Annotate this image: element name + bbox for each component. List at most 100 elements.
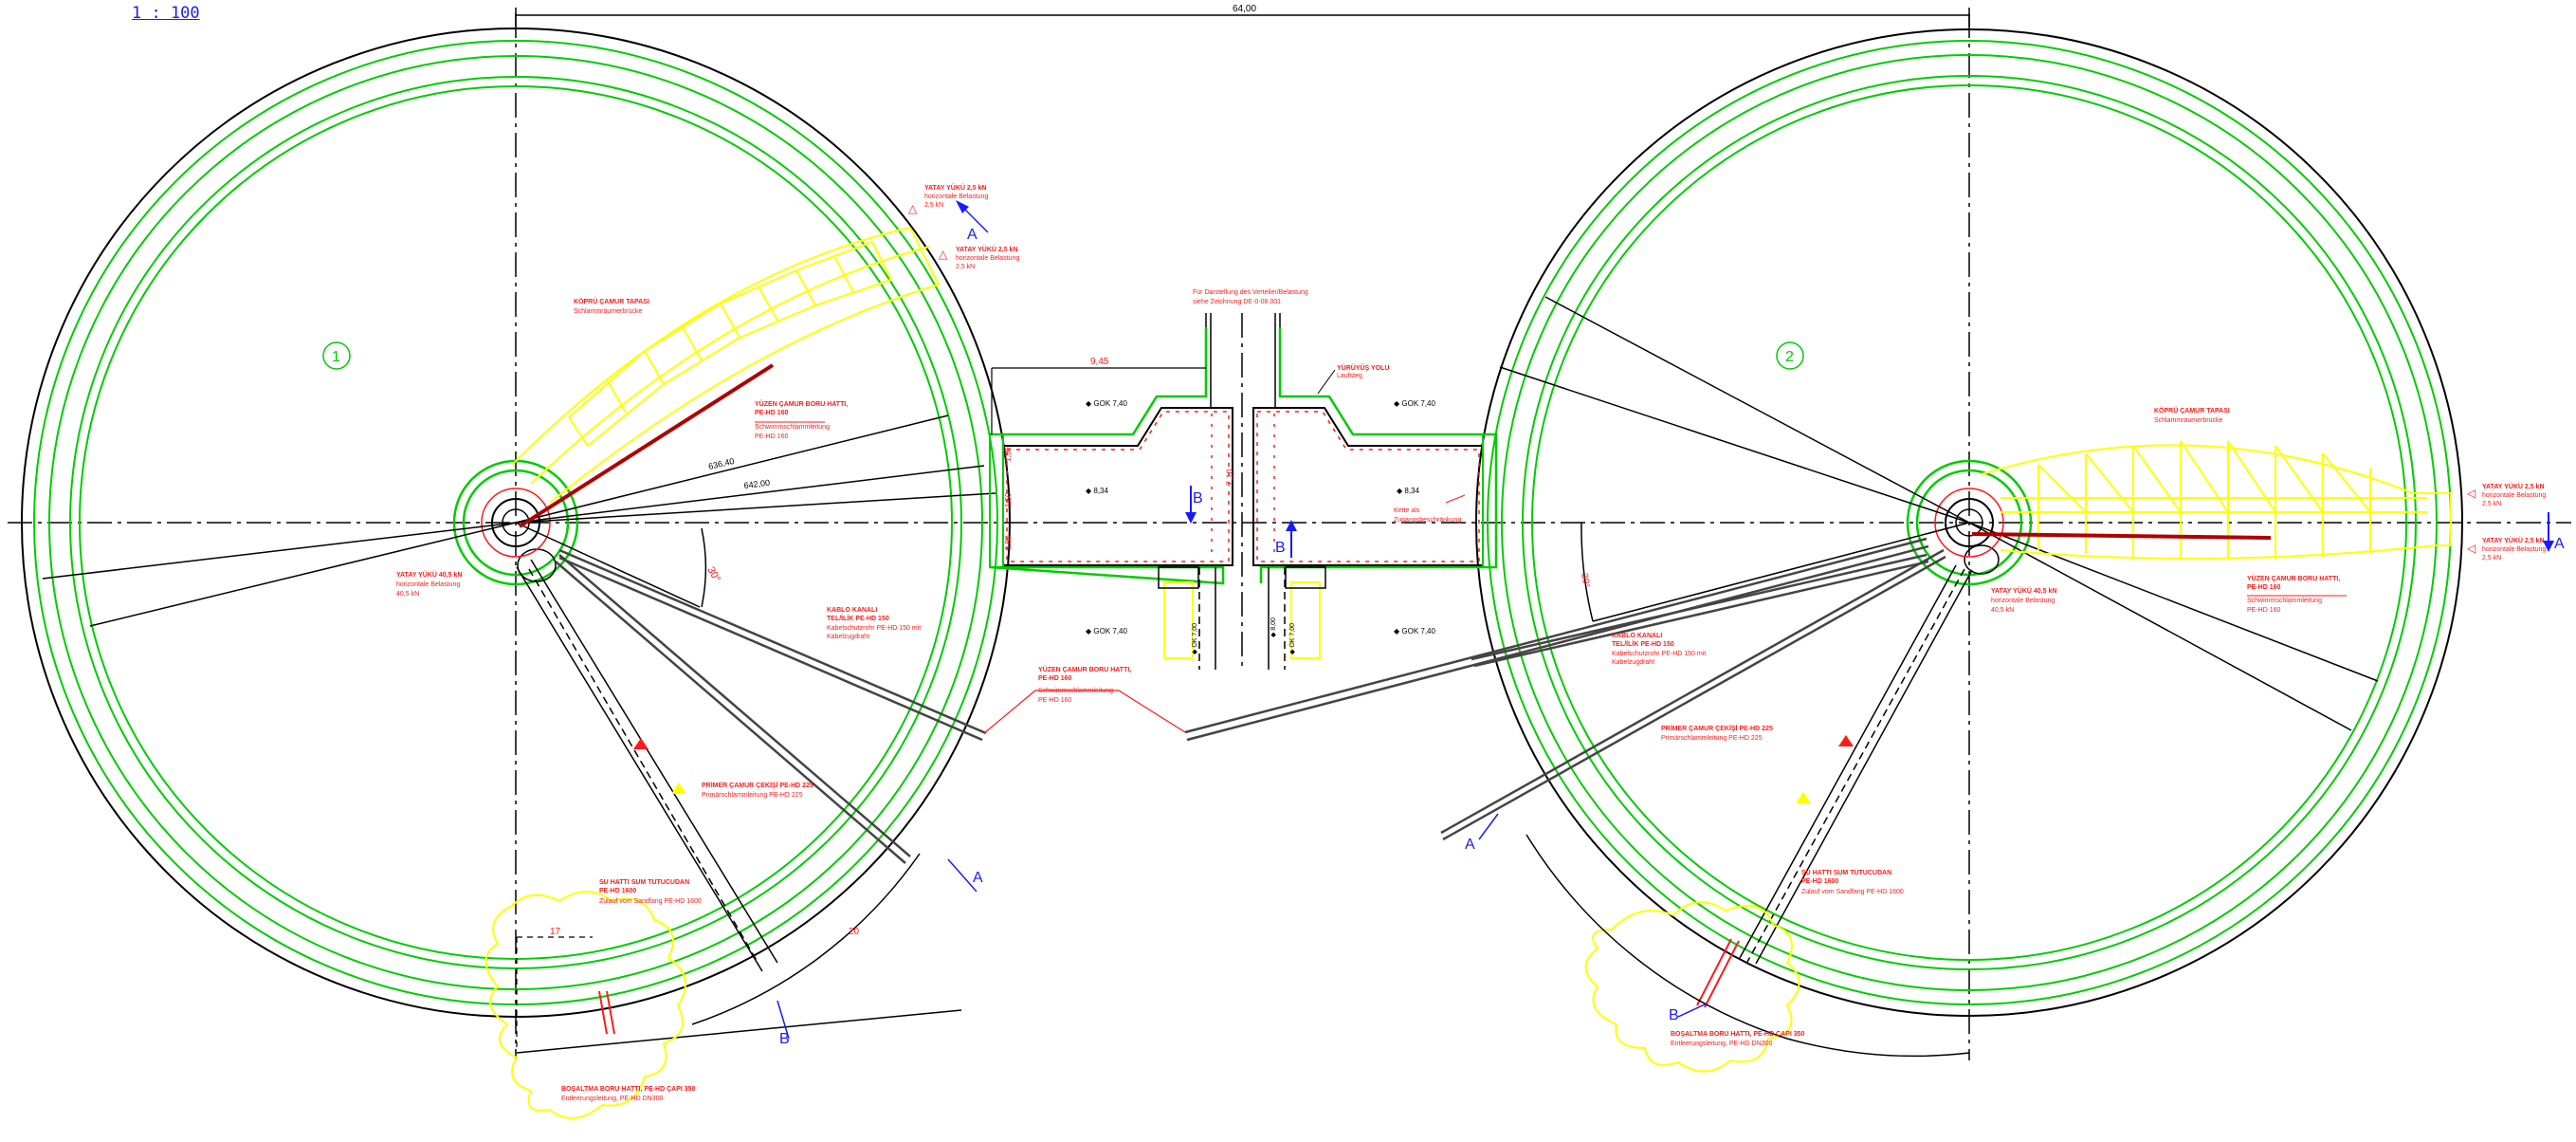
dim-arc-right: 30° <box>1579 573 1591 589</box>
tank-2-outer-wall <box>1475 28 2463 1017</box>
t1-water-sub: Zulauf vom Sandfang PE-HD 1600 <box>599 898 702 905</box>
tank-1-drain <box>598 990 615 1035</box>
t1-pipe-val: PE-HD 160 <box>755 433 789 440</box>
section-a-top: A <box>967 227 977 243</box>
section-b-left: B <box>1193 490 1203 507</box>
t1-load-mid-title: YATAY YÜKÜ 2,5 kN <box>956 245 1018 253</box>
tank-2-drain <box>1696 938 1740 1008</box>
annotations: Für Darstellung des Verteiler/Belastung … <box>396 183 2546 1102</box>
tank-1-ring-4 <box>79 85 953 960</box>
tank-1-angle-arc <box>701 527 707 608</box>
note-rampe-sub: Laufsteg <box>1337 373 1362 379</box>
t2-cable-title: KABLO KANALI <box>1612 633 1662 639</box>
t2-cable-sub2: Kabelzugdraht <box>1612 659 1654 666</box>
section-labels: B B A A A B A B <box>779 227 2565 1047</box>
t1-load-top-val: 2,5 kN <box>924 202 943 209</box>
t1-cable-sub2: Kabelzugdraht <box>827 634 869 640</box>
dim-17: 17 <box>550 927 561 937</box>
svg-text:△: △ <box>939 248 948 261</box>
level-8: ◆ 8,00 <box>1270 617 1277 637</box>
t1-load-top-title: YATAY YÜKÜ 2,5 kN <box>924 183 987 192</box>
tank-1-bridge <box>511 227 940 504</box>
t1-water-title: SU HATTI SUM TUTUCUDAN <box>599 879 689 886</box>
section-a-bottom-right: A <box>1465 837 1475 853</box>
svg-text:◁: ◁ <box>2467 487 2476 500</box>
overall-dimension: 64,00 <box>515 4 1970 27</box>
tank-1-center-column <box>491 498 540 547</box>
section-a-right: A <box>2554 536 2565 552</box>
t2-load-top-sub: horizontale Belastung <box>2482 492 2546 499</box>
tank-1-cable-duct <box>555 548 987 864</box>
tank-1-ring-2 <box>48 55 983 990</box>
t1-primary-title: PRİMER ÇAMUR ÇEKİŞİ PE-HD 225 <box>702 782 813 789</box>
section-b-right: B <box>1275 540 1286 556</box>
svg-text:◁: ◁ <box>2467 542 2476 555</box>
t2-pipe-sub: Schwimmschlammleitung <box>2247 598 2322 604</box>
tank-1-center-ring-inner <box>462 469 570 577</box>
tank-2-ring-4 <box>1531 84 2407 961</box>
t1-pipe-title: YÜZEN ÇAMUR BORU HATTI, <box>755 399 848 408</box>
t2-pipe-title2: PE-HD 160 <box>2247 584 2281 591</box>
level-gok-1: ◆ GOK 7,40 <box>1086 399 1128 408</box>
tank-1-inlet-pipe <box>516 559 778 972</box>
section-markers <box>776 200 2554 1040</box>
tank-2-scum-pipe <box>1971 532 2272 540</box>
t1-pipe-title2: PE-HD 160 <box>755 410 789 416</box>
tank-2-number: 2 <box>1785 349 1794 365</box>
t2-load-bot-val: 2,5 kN <box>2482 555 2501 562</box>
distribution-structure: 9,45 <box>989 313 1498 670</box>
t2-pipe-val: PE-HD 160 <box>2247 607 2281 614</box>
t1-load-mid-sub: horizontale Belastung <box>956 255 1019 262</box>
section-b-bottom-right: B <box>1669 1007 1679 1023</box>
tank-2-inlet-pipe <box>1739 564 1973 965</box>
scale-label: 1 : 100 <box>132 4 200 23</box>
t1-bridge-title: KÖPRÜ ÇAMUR TAPASI <box>574 297 649 305</box>
t2-drain-sub: Entleerungsleitung, PE-HD DN300 <box>1671 1041 1772 1047</box>
t2-center-load-sub: horizontale Belastung <box>1991 598 2055 604</box>
t1-cable-title2: TEL/İLİK PE-HD 150 <box>827 615 889 622</box>
t2-water-title2: PE-HD 1600 <box>1801 878 1838 885</box>
t2-bridge-sub: Schlammräumerbrücke <box>2154 417 2222 424</box>
t1-cable-sub: Kabelschutzrohr PE-HD 150 mit <box>827 625 921 632</box>
t1-load-mid-val: 2,5 kN <box>956 264 975 270</box>
t2-load-top-val: 2,5 kN <box>2482 501 2501 507</box>
dim-overall: 64,00 <box>1233 4 1256 14</box>
t2-center-load-val: 40,5 kN <box>1991 607 2014 614</box>
tank-1-number: 1 <box>332 349 340 365</box>
t1-pipe-sub: Schwimmschlammleitung <box>755 424 830 431</box>
t2-primary-sub: Primärschlammleitung PE-HD 225 <box>1661 735 1763 742</box>
tank-2-ring-3 <box>1522 75 2417 970</box>
dim-150-c: 1,50 <box>1004 535 1013 550</box>
svg-text:△: △ <box>908 202 918 215</box>
t2-load-bot-sub: horizontale Belastung <box>2482 546 2546 553</box>
t2-bridge-title: KÖPRÜ ÇAMUR TAPASI <box>2154 406 2230 414</box>
t2-drain-title: BOŞALTMA BORU HATTI, PE-HD ÇAPI 350 <box>1671 1031 1805 1038</box>
t2-load-bot-title: YATAY YÜKÜ 2,5 kN <box>2482 536 2545 544</box>
note-verteiler-1: Für Darstellung des Verteiler/Belastung <box>1193 289 1308 296</box>
dim-20: 20 <box>849 927 860 937</box>
level-gok-3: ◆ GOK 7,40 <box>1086 627 1128 635</box>
t2-water-title: SU HATTI SUM TUTUCUDAN <box>1801 870 1891 876</box>
level-ok-2: ◆ OK 7,00 <box>1289 623 1296 654</box>
tank-2-revision-cloud <box>1584 901 1800 1073</box>
t1-center-load-title: YATAY YÜKÜ 40,5 kN <box>396 570 462 579</box>
t2-center-load-title: YATAY YÜKÜ 40,5 kN <box>1991 586 2056 595</box>
tank-1: 30° <box>21 28 1011 1119</box>
scale-value: 1 : 100 <box>132 4 200 23</box>
note-verteiler-2: siehe Zeichnung DE-0-08.001 <box>1193 299 1281 305</box>
tank-1-scum-pipe <box>518 363 775 528</box>
t2-cable-sub: Kabelschutzrohr PE-HD 150 mit <box>1612 651 1706 657</box>
t1-scum-val: PE-HD 160 <box>1038 697 1072 704</box>
level-gok-2: ◆ GOK 7,40 <box>1394 399 1436 408</box>
levels: ◆ GOK 7,40 ◆ GOK 7,40 ◆ GOK 7,40 ◆ GOK 7… <box>1004 399 1436 654</box>
t2-load-top-title: YATAY YÜKÜ 2,5 kN <box>2482 482 2545 490</box>
t1-drain-title: BOŞALTMA BORU HATTI, PE-HD ÇAPI 350 <box>561 1086 696 1093</box>
tank-1-ring-3 <box>69 76 962 969</box>
level-834-b: ◆ 8,34 <box>1397 487 1419 495</box>
tank-1-revision-cloud <box>484 891 686 1119</box>
t2-pipe-title: YÜZEN ÇAMUR BORU HATTI, <box>2247 574 2340 582</box>
note-rampe-title: YÜRÜYÜŞ YOLU <box>1337 363 1390 372</box>
dim-642: 642,00 <box>743 478 771 490</box>
dim-150-b: 1,50 <box>1004 492 1013 507</box>
